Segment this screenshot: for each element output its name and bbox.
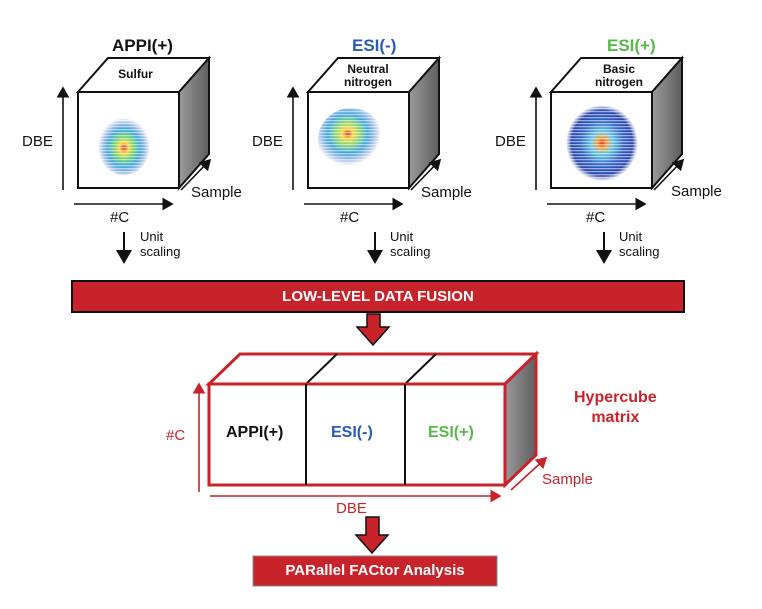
sample-axis-arrow [180,158,212,191]
cube-title-esi-neg: ESI(-) [352,36,397,55]
dbe-axis-label: DBE [22,133,53,150]
dbe-axis-label: DBE [495,133,526,150]
unit-scaling-line2: scaling [140,244,181,259]
unit-scaling-label: Unit scaling [619,229,659,259]
unit-scaling-label: Unit scaling [390,229,430,259]
cube-face-label-line2: nitrogen [595,75,643,89]
parafac-down-arrow [354,516,390,555]
cube-face-label-line1: Sulfur [118,67,153,81]
sample-axis-arrow [410,158,442,191]
unit-scaling-line1: Unit [619,229,643,244]
hypercube-label: Hypercube matrix [574,388,657,428]
unit-scaling-line1: Unit [390,229,414,244]
cube-esi-minus [286,55,442,264]
dbe-axis-label: DBE [252,133,283,150]
hypercube-top-divider [305,353,338,385]
carbon-axis-label: #C [110,209,130,226]
carbon-axis-label: #C [340,209,360,226]
parafac-banner: PARallel FACtor Analysis [254,557,496,585]
hypercube-sample-axis-arrow [510,456,548,491]
sample-axis-label: Sample [671,183,722,200]
hypercube-top-divider [404,353,437,385]
sample-axis-label: Sample [421,184,472,201]
hypercube-front-face [207,382,507,487]
sample-axis-arrow [653,158,685,191]
unit-scaling-line2: scaling [619,244,660,259]
hypercube-label-line1: Hypercube [574,389,657,406]
hypercube-dbe-axis-label: DBE [336,500,367,517]
cube-face-label: Basic nitrogen [581,63,657,89]
heatmap-esi-pos [566,105,638,181]
hypercube-label-line2: matrix [591,409,640,426]
carbon-axis-label: #C [586,209,606,226]
hypercube-segment-esi-pos: ESI(+) [428,424,474,441]
cube-esi-plus [529,55,685,264]
cube-title-appi: APPI(+) [112,36,173,55]
cube-appi-plus [56,55,212,264]
unit-scaling-line2: scaling [390,244,431,259]
hypercube-top-face [205,352,540,386]
hypercube-matrix [192,350,548,503]
fusion-banner: LOW-LEVEL DATA FUSION [73,283,683,311]
heatmap-esi-neg [318,108,384,172]
fusion-down-arrow [355,313,391,347]
cube-title-esi-pos: ESI(+) [607,36,656,55]
cube-face-label: Sulfur [108,68,163,81]
hypercube-c-axis-label: #C [166,427,186,444]
unit-scaling-label: Unit scaling [140,229,180,259]
hypercube-segment-esi-neg: ESI(-) [331,424,373,441]
cube-face-label-line1: Basic [602,62,636,76]
hypercube-sample-axis-label: Sample [542,471,593,488]
unit-scaling-line1: Unit [140,229,164,244]
hypercube-segment-appi: APPI(+) [226,424,284,441]
cube-face-label-line2: nitrogen [344,75,392,89]
sample-axis-label: Sample [191,184,242,201]
cube-face-label: Neutral nitrogen [330,63,406,89]
cube-face-label-line1: Neutral [347,62,389,76]
heatmap-appi [98,115,150,175]
